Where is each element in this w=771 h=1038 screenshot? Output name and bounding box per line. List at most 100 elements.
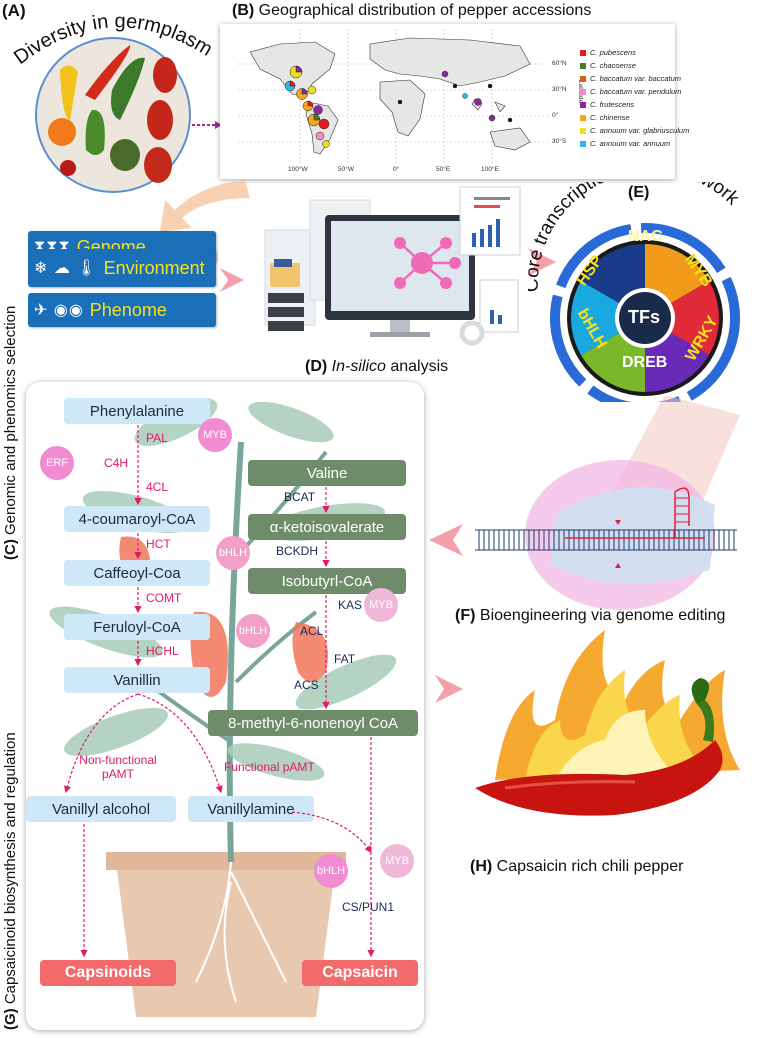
weather-icons: ❄ ☁ 🌡 xyxy=(34,260,98,277)
e-to-f-beam xyxy=(525,395,740,610)
node-phenylalanine: Phenylalanine xyxy=(64,398,210,424)
genome-editing-graphic xyxy=(475,487,737,568)
enzyme-hct: HCT xyxy=(146,537,171,551)
a-to-b-arrowhead xyxy=(215,121,222,129)
enzyme-bckdh: BCKDH xyxy=(276,544,319,558)
panel-b-title: Geographical distribution of pepper acce… xyxy=(258,2,592,19)
node-vanillyl-alcohol: Vanillyl alcohol xyxy=(26,796,176,822)
red-pepper-long xyxy=(85,45,131,100)
red-habanero-2 xyxy=(147,100,173,140)
legend-label: C. pubescens xyxy=(590,48,636,57)
in-silico-illustration xyxy=(264,186,521,346)
legend-swatch xyxy=(580,89,586,96)
legend-swatch xyxy=(580,50,586,57)
legend-swatch xyxy=(580,63,586,70)
f-to-g-arrow xyxy=(429,524,463,556)
enzyme-pal: PAL xyxy=(146,431,168,445)
node-capsinoids: Capsinoids xyxy=(40,960,176,986)
red-habanero-3 xyxy=(144,147,172,183)
orange-habanero xyxy=(48,118,76,146)
enzyme-acl: ACL xyxy=(300,624,324,638)
lon-tick-50e: 50°E xyxy=(436,166,451,173)
node-isobutyrl-coa: Isobutyrl-CoA xyxy=(248,568,406,594)
legend-item: C. baccatum var. pendulum xyxy=(580,87,681,96)
panel-f-title: Bioengineering via genome editing xyxy=(479,607,726,624)
legend-swatch xyxy=(580,115,586,122)
legend-item: C. annuum var. annuum xyxy=(580,139,670,148)
lon-tick-100e: 100°E xyxy=(481,166,499,173)
lat-tick-30n: 30°N xyxy=(552,86,567,93)
panel-g-heading: (G) Capsaicinoid biosynthesis and regula… xyxy=(2,732,19,1030)
node-caffeoyl-coa: Caffeoyl-Coa xyxy=(64,560,210,586)
panel-g-title: Capsaicinoid biosynthesis and regulation xyxy=(2,732,19,1005)
tf-dreb: DREB xyxy=(622,354,668,371)
legend-swatch xyxy=(580,141,586,148)
node-capsaicin: Capsaicin xyxy=(302,960,418,986)
panel-c-letter: (C) xyxy=(2,539,19,560)
enzyme-acs: ACS xyxy=(294,678,319,692)
legend-swatch xyxy=(580,128,586,135)
lat-tick-0: 0° xyxy=(552,112,559,119)
lon-tick-0: 0° xyxy=(393,166,400,173)
node-4-coumaroyl-coa: 4-coumaroyl-CoA xyxy=(64,506,210,532)
legend-swatch xyxy=(580,102,586,109)
legend-item: C. chacoense xyxy=(580,61,636,70)
green-habanero xyxy=(110,139,140,171)
legend-item: C. chinense xyxy=(580,113,630,122)
d-to-e-arrow xyxy=(528,248,556,276)
erf-regulator: ERF xyxy=(40,446,74,480)
enzyme-cs-pun1: CS/PUN1 xyxy=(342,900,395,914)
lat-tick-60n: 60°N xyxy=(552,60,567,67)
panel-h-letter: (H) xyxy=(470,858,493,875)
panel-e-letter: (E) xyxy=(628,184,650,201)
pathway-arrows xyxy=(63,425,375,958)
phenome-bar: ✈ ◉◉ Phenome xyxy=(28,293,216,327)
world-map xyxy=(238,29,550,164)
panel-h-heading: (H) Capsaicin rich chili pepper xyxy=(470,858,683,876)
node-alpha-ketoisovalerate: α-ketoisovalerate xyxy=(248,514,406,540)
yellow-pepper xyxy=(60,65,78,120)
environment-bar: ❄ ☁ 🌡 Environment xyxy=(28,249,216,287)
panel-c-title: Genomic and phenomics selection xyxy=(2,305,19,535)
panel-c-heading: (C) Genomic and phenomics selection xyxy=(2,306,19,560)
legend-label: C. chinense xyxy=(590,113,630,122)
sector-myb xyxy=(645,281,719,355)
drone-camera-icon: ✈ ◉◉ xyxy=(34,302,84,319)
legend-label: C. chacoense xyxy=(590,61,636,70)
enzyme-kas: KAS xyxy=(338,598,363,612)
red-small-pepper xyxy=(60,160,76,176)
panel-g-letter: (G) xyxy=(2,1008,19,1030)
panel-a-graphic: Diversity in germplasm xyxy=(10,10,222,193)
bhlh-regulator-3: bHLH xyxy=(314,854,348,888)
legend-label: C. annuum var. glabriusculum xyxy=(590,126,690,135)
legend-label: C. frutescens xyxy=(590,100,635,109)
c-to-d-arrow xyxy=(220,268,244,292)
panel-f-letter: (F) xyxy=(455,607,476,624)
lon-tick-100w: 100°W xyxy=(288,166,308,173)
enzyme-bcat: BCAT xyxy=(284,490,316,504)
panel-d-letter: (D) xyxy=(305,358,328,375)
node-vanillylamine: Vanillylamine xyxy=(188,796,314,822)
label-functional-pamt: Functional pAMT xyxy=(224,760,315,774)
label-nonfunctional-pamt: Non-functional pAMT xyxy=(79,753,157,781)
panel-h-title: Capsaicin rich chili pepper xyxy=(496,858,684,875)
legend-label: C. annuum var. annuum xyxy=(590,139,671,148)
enzyme-fat: FAT xyxy=(334,652,356,666)
tf-network-graphic: Core transcription factor network xyxy=(528,182,743,402)
tf-center-label: TFs xyxy=(628,307,661,327)
tf-nac: NAC xyxy=(628,228,663,245)
panel-d-title-suffix: analysis xyxy=(385,358,449,375)
red-habanero-1 xyxy=(153,57,177,93)
lon-tick-50w: 50°W xyxy=(338,166,354,173)
myb-regulator-1: MYB xyxy=(198,418,232,452)
environment-label: Environment xyxy=(103,257,205,278)
node-vanillin: Vanillin xyxy=(64,667,210,693)
jalapeno xyxy=(85,109,105,155)
legend-label: C. baccatum var. baccatum xyxy=(590,74,682,83)
node-feruloyl-coa: Feruloyl-CoA xyxy=(64,614,210,640)
legend-item: C. pubescens xyxy=(580,48,636,57)
b-to-c-arrow xyxy=(160,180,250,232)
enzyme-hchl: HCHL xyxy=(146,644,179,658)
green-pepper-long xyxy=(111,57,145,120)
bhlh-regulator-1: bHLH xyxy=(216,536,250,570)
